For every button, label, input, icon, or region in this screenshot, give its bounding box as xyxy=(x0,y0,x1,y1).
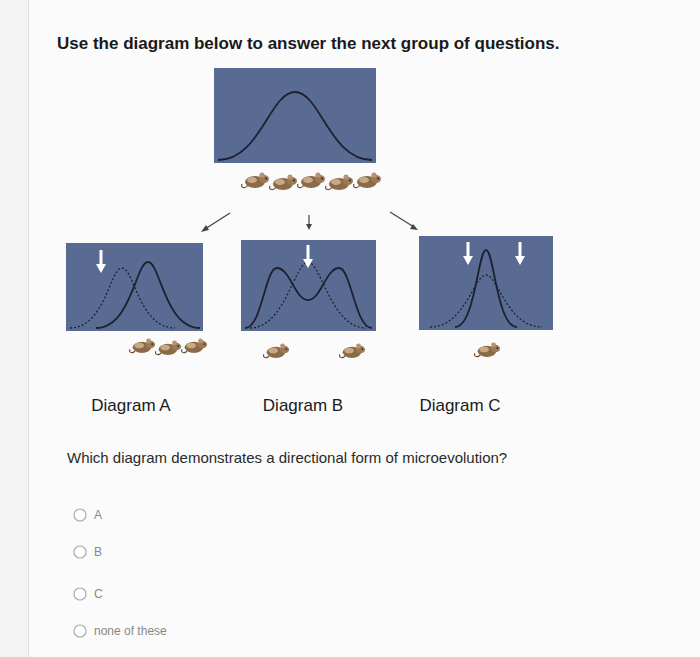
answer-option: A xyxy=(94,508,102,522)
mouse-row xyxy=(129,338,207,355)
answer-option: C xyxy=(94,587,103,601)
original-population-graph xyxy=(214,68,376,163)
radio-buttons xyxy=(74,509,86,637)
mouse-row xyxy=(263,343,365,358)
diagram-label: Diagram C xyxy=(419,396,500,416)
question-text: Which diagram demonstrates a directional… xyxy=(67,449,507,466)
mouse-row xyxy=(474,342,500,357)
branch-arrows xyxy=(201,212,418,232)
answer-option: none of these xyxy=(94,624,167,638)
stabilizing-selection-graph xyxy=(419,236,553,330)
answer-option: B xyxy=(94,545,102,559)
instruction-heading: Use the diagram below to answer the next… xyxy=(57,34,560,54)
diagram-label: Diagram B xyxy=(263,396,343,416)
mouse-row xyxy=(242,172,381,190)
directional-selection-graph xyxy=(66,243,203,331)
disruptive-selection-graph xyxy=(241,240,376,331)
diagram-label: Diagram A xyxy=(91,396,170,416)
